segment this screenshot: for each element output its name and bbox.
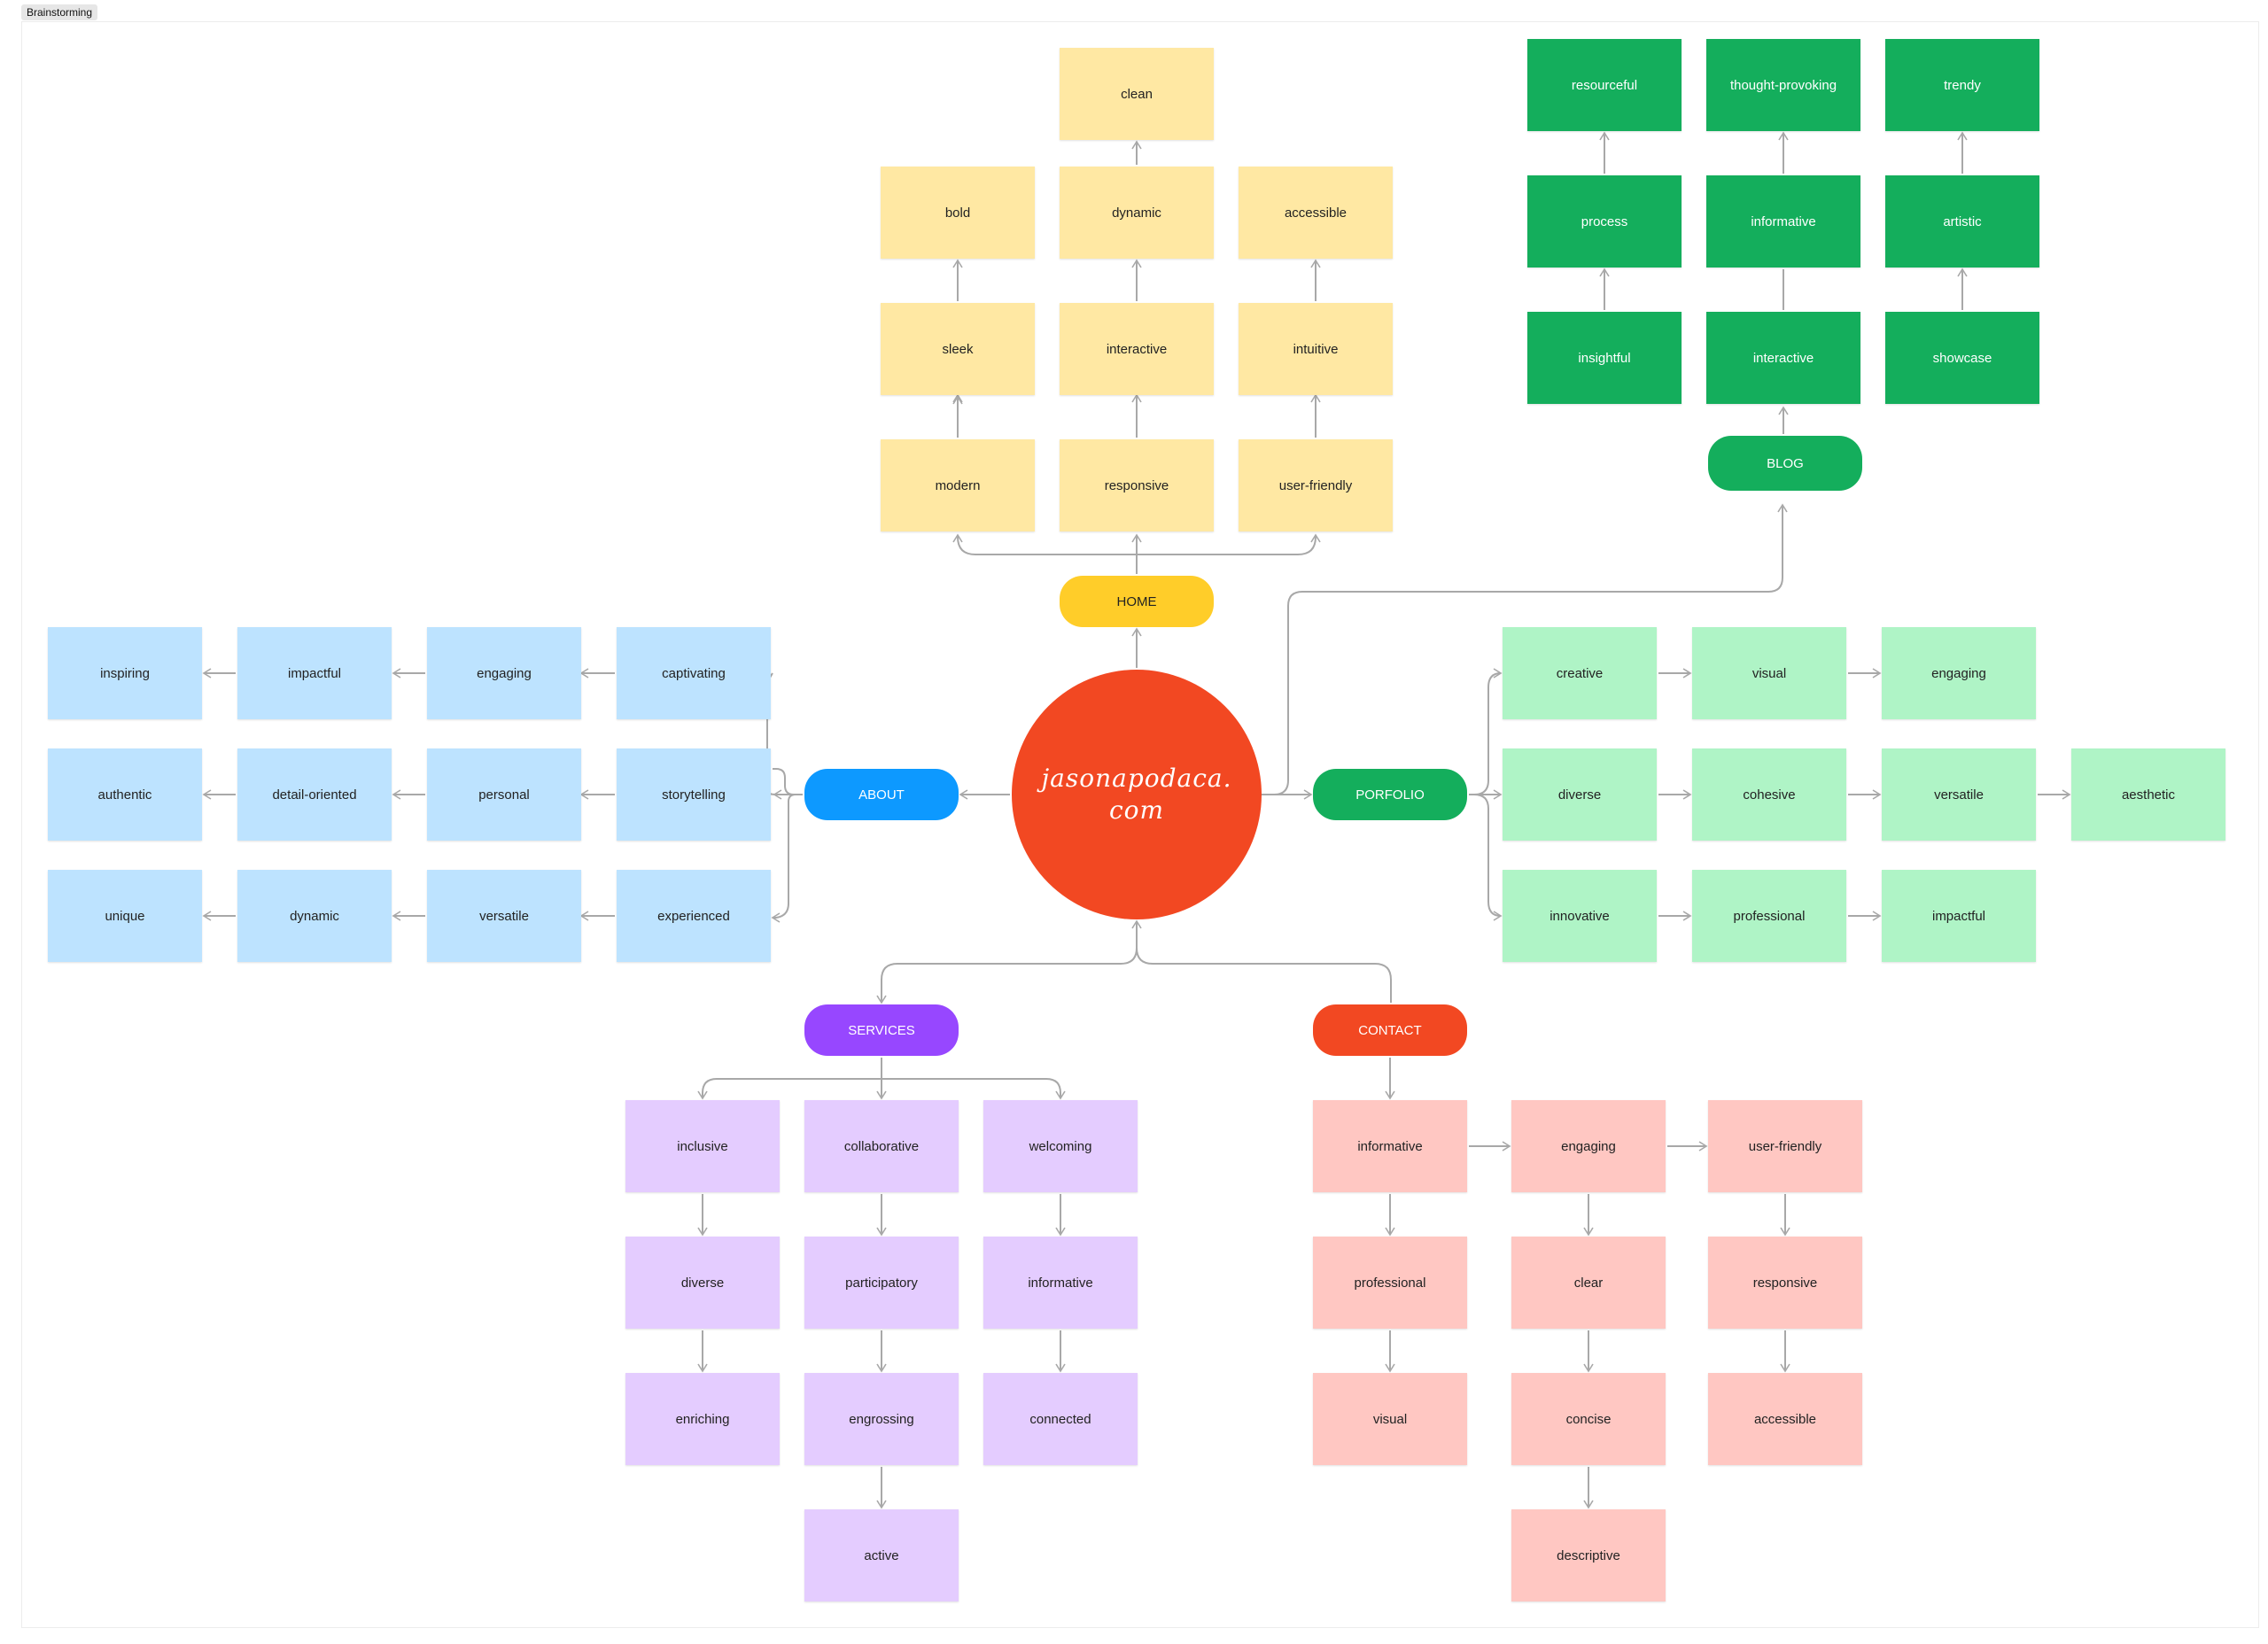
center-node-jasonapodaca[interactable]: jasonapodaca. com — [1012, 670, 1262, 919]
note-blog-resourceful[interactable]: resourceful — [1527, 39, 1682, 131]
note-home-responsive[interactable]: responsive — [1060, 439, 1214, 531]
frame-label[interactable]: Brainstorming — [21, 4, 98, 20]
note-portfolio-cohesive[interactable]: cohesive — [1692, 748, 1846, 841]
hub-about[interactable]: ABOUT — [804, 769, 959, 820]
note-portfolio-professional[interactable]: professional — [1692, 870, 1846, 962]
note-blog-thought-provoking[interactable]: thought-provoking — [1706, 39, 1860, 131]
note-about-dynamic[interactable]: dynamic — [237, 870, 392, 962]
connector-31 — [773, 768, 803, 795]
note-home-sleek[interactable]: sleek — [881, 303, 1035, 395]
connector-46 — [1136, 947, 1392, 1003]
note-portfolio-engaging[interactable]: engaging — [1882, 627, 2036, 719]
hub-contact[interactable]: CONTACT — [1313, 1004, 1467, 1056]
note-contact-concise[interactable]: concise — [1511, 1373, 1666, 1465]
note-blog-interactive[interactable]: interactive — [1706, 312, 1860, 404]
connector-37 — [1469, 794, 1503, 921]
note-about-personal[interactable]: personal — [427, 748, 581, 841]
note-portfolio-aesthetic[interactable]: aesthetic — [2071, 748, 2225, 841]
connector-45 — [876, 921, 1138, 1004]
note-services-engrossing[interactable]: engrossing — [804, 1373, 959, 1465]
hub-home[interactable]: HOME — [1060, 576, 1214, 627]
note-blog-trendy[interactable]: trendy — [1885, 39, 2039, 131]
note-contact-informative[interactable]: informative — [1313, 1100, 1467, 1192]
connector-10 — [1137, 533, 1321, 555]
note-about-unique[interactable]: unique — [48, 870, 202, 962]
note-about-inspiring[interactable]: inspiring — [48, 627, 202, 719]
note-blog-informative[interactable]: informative — [1706, 175, 1860, 268]
note-home-clean[interactable]: clean — [1060, 48, 1214, 140]
note-services-informative[interactable]: informative — [983, 1237, 1138, 1329]
note-blog-artistic[interactable]: artistic — [1885, 175, 2039, 268]
note-home-user-friendly[interactable]: user-friendly — [1239, 439, 1393, 531]
note-portfolio-visual[interactable]: visual — [1692, 627, 1846, 719]
note-portfolio-creative[interactable]: creative — [1503, 627, 1657, 719]
note-about-experienced[interactable]: experienced — [617, 870, 771, 962]
note-services-diverse[interactable]: diverse — [625, 1237, 780, 1329]
note-about-impactful[interactable]: impactful — [237, 627, 392, 719]
note-contact-user-friendly[interactable]: user-friendly — [1708, 1100, 1862, 1192]
note-blog-insightful[interactable]: insightful — [1527, 312, 1682, 404]
note-portfolio-diverse[interactable]: diverse — [1503, 748, 1657, 841]
note-blog-process[interactable]: process — [1527, 175, 1682, 268]
note-contact-responsive[interactable]: responsive — [1708, 1237, 1862, 1329]
note-services-active[interactable]: active — [804, 1509, 959, 1601]
connector-49 — [697, 1078, 882, 1100]
note-about-authentic[interactable]: authentic — [48, 748, 202, 841]
note-portfolio-impactful[interactable]: impactful — [1882, 870, 2036, 962]
connector-35 — [1469, 668, 1503, 795]
connector-9 — [952, 533, 1137, 555]
note-home-interactive[interactable]: interactive — [1060, 303, 1214, 395]
note-contact-visual[interactable]: visual — [1313, 1373, 1467, 1465]
note-portfolio-versatile[interactable]: versatile — [1882, 748, 2036, 841]
note-contact-descriptive[interactable]: descriptive — [1511, 1509, 1666, 1601]
note-home-dynamic[interactable]: dynamic — [1060, 167, 1214, 259]
note-home-accessible[interactable]: accessible — [1239, 167, 1393, 259]
note-services-welcoming[interactable]: welcoming — [983, 1100, 1138, 1192]
hub-blog[interactable]: BLOG — [1708, 436, 1862, 491]
connector-19 — [1262, 503, 1788, 795]
note-home-intuitive[interactable]: intuitive — [1239, 303, 1393, 395]
note-about-versatile[interactable]: versatile — [427, 870, 581, 962]
note-home-bold[interactable]: bold — [881, 167, 1035, 259]
note-about-detail-oriented[interactable]: detail-oriented — [237, 748, 392, 841]
note-services-participatory[interactable]: participatory — [804, 1237, 959, 1329]
note-contact-engaging[interactable]: engaging — [1511, 1100, 1666, 1192]
note-blog-showcase[interactable]: showcase — [1885, 312, 2039, 404]
hub-portfolio[interactable]: PORFOLIO — [1313, 769, 1467, 820]
note-about-captivating[interactable]: captivating — [617, 627, 771, 719]
note-contact-accessible[interactable]: accessible — [1708, 1373, 1862, 1465]
hub-services[interactable]: SERVICES — [804, 1004, 959, 1056]
connector-33 — [771, 794, 803, 923]
note-services-collaborative[interactable]: collaborative — [804, 1100, 959, 1192]
note-about-engaging[interactable]: engaging — [427, 627, 581, 719]
note-contact-clear[interactable]: clear — [1511, 1237, 1666, 1329]
note-home-modern[interactable]: modern — [881, 439, 1035, 531]
note-contact-professional[interactable]: professional — [1313, 1237, 1467, 1329]
note-portfolio-innovative[interactable]: innovative — [1503, 870, 1657, 962]
note-services-enriching[interactable]: enriching — [625, 1373, 780, 1465]
connector-50 — [882, 1078, 1066, 1100]
note-services-connected[interactable]: connected — [983, 1373, 1138, 1465]
note-services-inclusive[interactable]: inclusive — [625, 1100, 780, 1192]
note-about-storytelling[interactable]: storytelling — [617, 748, 771, 841]
